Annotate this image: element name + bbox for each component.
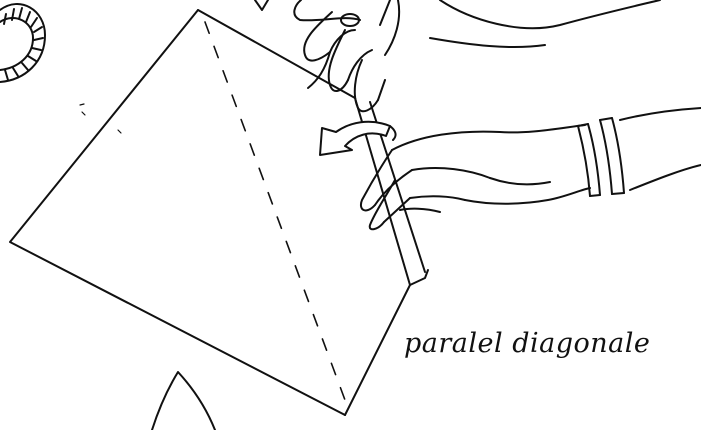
lower-hand <box>361 108 701 229</box>
fold-caption: paralel diagonale <box>404 328 650 359</box>
upper-hand <box>255 0 660 111</box>
paper-sheet <box>10 10 428 415</box>
paper-triangle-corner <box>152 372 215 430</box>
coil-bracelet-icon <box>0 4 45 82</box>
bracelets-icon <box>578 118 624 196</box>
fold-arrow-icon <box>320 122 396 155</box>
dashed-fold-line <box>205 22 345 400</box>
stray-marks <box>80 104 121 133</box>
